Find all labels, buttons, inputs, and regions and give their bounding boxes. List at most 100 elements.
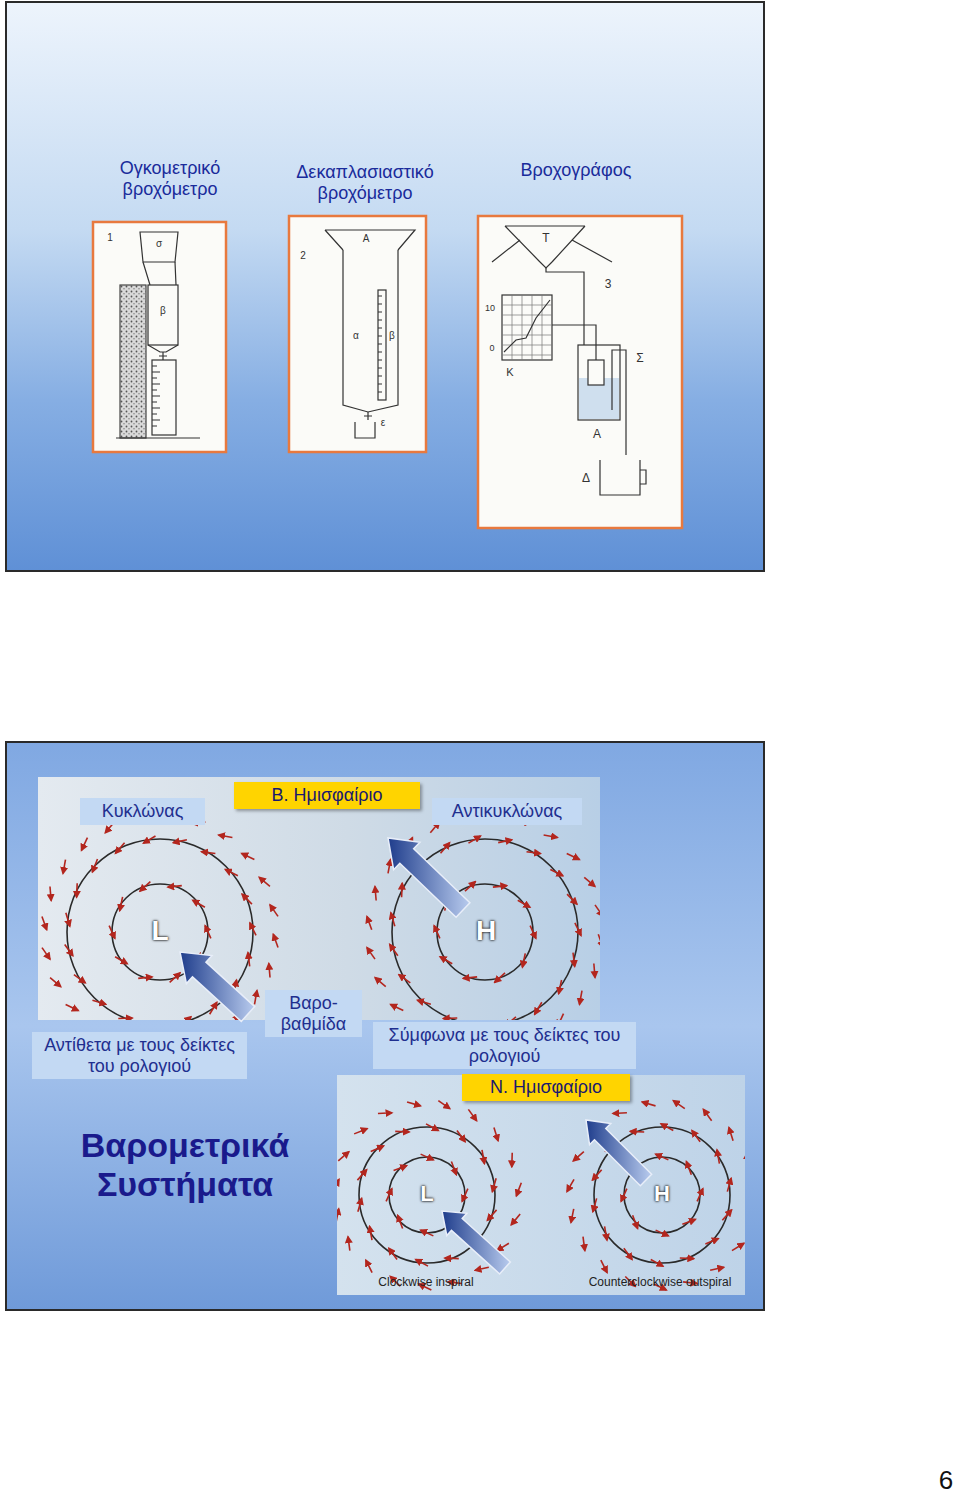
wind-arrow [118,1017,132,1019]
label: Α [593,428,601,442]
wind-arrow [391,1005,404,1011]
wind-arrow [371,1146,384,1151]
wind-arrow [642,1102,655,1106]
wind-arrow [567,1179,574,1191]
wind-arrow [390,944,398,955]
wind-arrow [571,1209,574,1223]
wind-arrow [661,1124,673,1131]
wind-arrow [462,1189,468,1202]
wind-arrow [703,1109,711,1120]
box-text: Βαρο- βαθμίδα [271,993,356,1034]
wind-arrow [398,1215,403,1228]
wind-arrow [511,1153,513,1167]
slide-background [6,742,764,1310]
wind-arrow [656,1154,669,1160]
wind-arrow [573,953,575,967]
wind-arrow [269,964,270,978]
pressure-system [567,1101,745,1290]
wind-arrow [522,953,525,967]
wind-arrow [357,1170,366,1180]
wind-arrow [386,1189,392,1202]
wind-arrow [76,883,78,897]
float [588,360,604,385]
scale-ticks [152,366,160,426]
wind-arrow [337,1209,339,1223]
wind-arrow [366,1260,372,1273]
pressure-system [42,814,278,1020]
funnel-line [505,226,585,262]
wind-arrow [624,1248,632,1259]
wind-arrow [348,1237,350,1251]
wind-arrow [82,838,88,851]
wind-arrow [558,1014,564,1020]
wind-arrow [225,870,238,876]
wind-arrow [710,1267,724,1270]
wind-arrow [487,1210,496,1220]
label: Βαρομετρικά Συστήματα [65,1126,305,1204]
graduated-cylinder [152,360,176,435]
label: Clockwise inspiral [378,1276,473,1290]
wind-arrow [202,852,216,854]
label: Τ [542,232,549,246]
label: β [160,305,166,317]
label-box: Αντικυκλώνας [432,798,582,825]
wind-arrow [493,886,507,888]
rain-trace [504,300,550,352]
wind-arrow [592,1170,601,1180]
box-text: Αντικυκλώνας [438,801,576,822]
pressure-gradient-arrow [442,1211,510,1274]
wind-arrow [65,944,73,955]
wind-arrow [388,860,390,874]
wind-arrow [338,1152,349,1161]
label: Βροχογράφος [521,160,632,181]
wind-arrow [495,973,505,982]
figure-frame [289,216,426,452]
label: Counterclockwise outspiral [589,1276,732,1290]
funnel-line [325,230,415,250]
wind-arrow [441,843,450,854]
label: β [389,330,395,342]
wind-arrow [673,1101,684,1109]
label: ε [381,417,385,429]
wind-arrow [50,887,51,901]
wind-arrow [468,1109,476,1120]
wind-arrow [594,964,595,978]
box-text: Ν. Ημισφαίριο [468,1077,624,1098]
float-vessel [578,345,620,420]
wind-arrow [633,1215,638,1228]
wind-arrow [651,1259,663,1266]
label-box: Ν. Ημισφαίριο [462,1074,630,1101]
wind-arrow [74,975,85,983]
label-box: Σύμφωνα με τους δείκτες του ρολογιού [373,1022,636,1069]
wind-arrow [605,1226,607,1240]
wind-arrow [92,1000,105,1004]
wind-arrow [426,1124,438,1131]
base-line [116,437,200,438]
label: α [353,330,359,342]
wind-arrow [391,913,395,926]
label: Δ [582,472,590,486]
scale-ticks [378,296,382,392]
drum-grid [502,295,552,360]
wind-arrow [511,1214,520,1225]
label-box: Βαρο- βαθμίδα [265,990,362,1037]
label: 3 [605,278,612,292]
wind-arrow [66,1005,79,1011]
pressure-gradient-arrow [586,1120,652,1186]
figure-frame [93,222,226,452]
wind-arrow [722,1210,731,1220]
wind-arrow [180,1017,191,1020]
label: H [476,915,496,947]
wind-arrow [138,977,152,979]
wind-arrow [219,835,233,837]
wind-arrow [697,1189,703,1202]
wind-arrow [468,836,480,843]
wind-arrow [395,1131,409,1133]
wind-arrow [120,897,123,911]
wind-arrow [270,905,278,916]
box-text: Σύμφωνα με τους δείκτες του ρολογιού [379,1025,630,1066]
wind-arrow [598,934,600,947]
photo-background [38,777,600,1020]
wind-arrow [421,1154,434,1160]
